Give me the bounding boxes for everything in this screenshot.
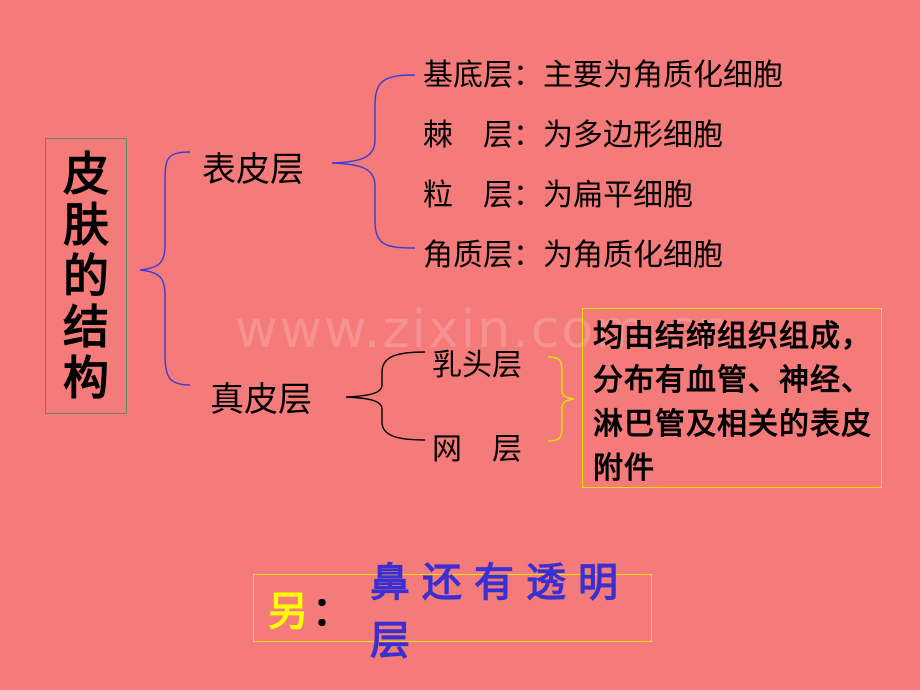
epidermis-label: 表皮层 bbox=[202, 150, 304, 190]
layer-desc: ：主要为角质化细胞 bbox=[513, 58, 783, 93]
dermis-bracket bbox=[345, 351, 426, 441]
root-bracket bbox=[139, 151, 191, 386]
layer-desc: ：为多边形细胞 bbox=[513, 118, 723, 153]
dermis-layer-papillary: 乳头层 bbox=[432, 348, 522, 383]
footer-text: 鼻还有透明层 bbox=[370, 559, 630, 664]
layer-name: 棘 层 bbox=[423, 118, 513, 153]
epidermis-layer-granular: 粒 层：为扁平细胞 bbox=[423, 170, 693, 214]
root-label: 皮肤的结构 bbox=[63, 147, 109, 405]
root-box: 皮肤的结构 bbox=[45, 138, 127, 414]
layer-desc: ：为扁平细胞 bbox=[513, 178, 693, 213]
layer-name: 粒 层 bbox=[423, 178, 513, 213]
dermis-note: 均由结缔组织组成，分布有血管、神经、淋巴管及相关的表皮附件 bbox=[593, 319, 872, 486]
watermark: www.zixin.com.cn bbox=[235, 300, 732, 360]
layer-desc: ：为角质化细胞 bbox=[513, 238, 723, 273]
epidermis-bracket bbox=[331, 74, 416, 249]
footer-colon: ： bbox=[312, 588, 352, 635]
layer-name: 角质层 bbox=[423, 238, 513, 273]
dermis-note-box: 均由结缔组织组成，分布有血管、神经、淋巴管及相关的表皮附件 bbox=[582, 308, 882, 488]
dermis-layer-reticular: 网 层 bbox=[432, 432, 522, 467]
epidermis-layer-spinous: 棘 层：为多边形细胞 bbox=[423, 110, 723, 154]
note-bracket bbox=[547, 356, 575, 442]
epidermis-layer-basal: 基底层：主要为角质化细胞 bbox=[423, 50, 783, 94]
epidermis-layer-corneum: 角质层：为角质化细胞 bbox=[423, 230, 723, 274]
footer-box: 另 ： 鼻还有透明层 bbox=[253, 559, 652, 664]
layer-name: 基底层 bbox=[423, 58, 513, 93]
footer-label: 另 bbox=[268, 588, 308, 635]
dermis-label: 真皮层 bbox=[210, 380, 312, 420]
